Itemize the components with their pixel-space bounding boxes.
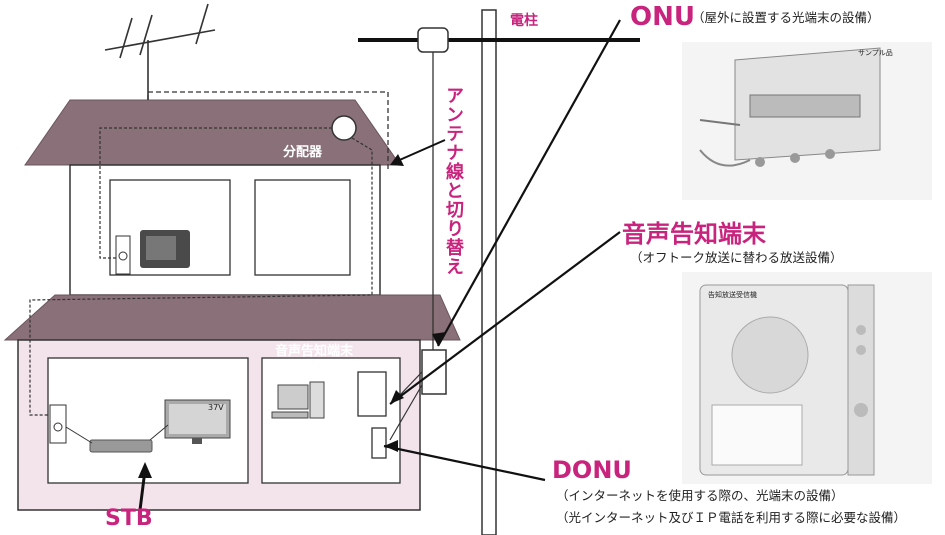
donu-description-2: （光インターネット及びＩＰ電話を利用する際に必要な設備）: [556, 510, 907, 525]
voice-terminal-description: （オフトーク放送に替わる放送設備）: [630, 250, 843, 265]
splitter-icon: [331, 115, 357, 141]
onu-description: （屋外に設置する光端末の設備）: [692, 10, 880, 25]
splitter-label: 分配器: [283, 145, 323, 160]
pole-label: 電柱: [510, 13, 538, 29]
callout-lines: [383, 19, 621, 482]
stb-device-icon: [65, 426, 153, 453]
stb-title: STB: [105, 506, 153, 531]
onu-photo: [682, 42, 932, 200]
donu-description-1: （インターネットを使用する際の、光端末の設備）: [556, 488, 844, 503]
donu-small-label: DONU: [298, 457, 342, 472]
tv-size-label: 37V: [208, 403, 224, 412]
stb-small-label: STB: [112, 461, 141, 476]
device-panel-label: 告知放送受信機: [708, 291, 757, 299]
upstairs-tv-icon: [115, 230, 190, 275]
tv-cable-upper: [99, 127, 332, 259]
fiber-closure: [417, 27, 449, 53]
antenna-cable: [147, 91, 389, 170]
window-right: [254, 179, 351, 276]
donu-title: DONU: [552, 456, 632, 484]
flat-tv-icon: [149, 399, 231, 444]
tv-antenna-icon: [104, 3, 216, 100]
voice-terminal-photo: [682, 272, 932, 484]
voice-terminal-title: 音声告知端末: [622, 220, 766, 248]
pc-icon: [271, 381, 325, 419]
onu-title: ONU: [630, 2, 695, 32]
utility-pole: [481, 9, 497, 535]
sample-tag: サンプル品: [858, 49, 893, 57]
donu-device: [371, 427, 387, 459]
antenna-switch-label: アンテナ線と切り替え: [443, 86, 464, 276]
onu-small-label: ONU: [432, 427, 465, 442]
lower-roof: [3, 294, 461, 341]
voice-terminal-device: [357, 371, 387, 417]
voice-terminal-room-label: 音声告知端末: [275, 344, 354, 359]
